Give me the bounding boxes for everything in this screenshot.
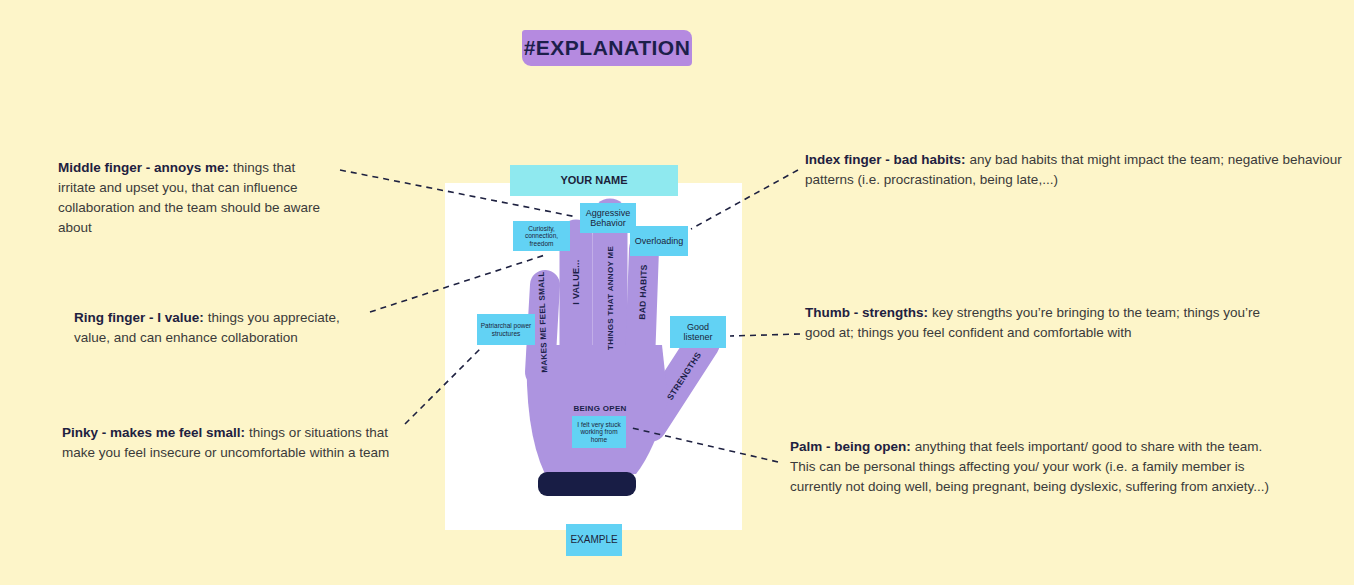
finger-label: I VALUE... <box>571 259 581 304</box>
finger-label: BEING OPEN <box>573 404 626 413</box>
note-text-group: I felt very stuck working from home <box>575 421 623 443</box>
explanation-text: Index finger - bad habits:any bad habits… <box>805 150 1345 190</box>
leader-line <box>730 334 800 336</box>
leader-line <box>370 255 545 312</box>
explanation-heading: Index finger - bad habits: <box>805 152 966 167</box>
note-text-group: EXAMPLE <box>570 534 617 546</box>
leader-line <box>405 349 480 424</box>
note-text-group: Overloading <box>635 236 684 246</box>
explanation-text: Palm - being open:anything that feels im… <box>790 437 1290 497</box>
ring-finger <box>560 236 593 362</box>
note-text: Patriarchal power structures <box>480 322 532 337</box>
note-text: Aggressive Behavior <box>583 208 633 229</box>
explanation-heading: Thumb - strengths: <box>805 305 928 320</box>
middle-finger <box>593 216 628 362</box>
sticky-note: Good listener <box>670 316 726 348</box>
explanation-heading: Middle finger - annoys me: <box>58 160 229 175</box>
name-band: YOUR NAME <box>510 165 678 196</box>
finger-label: STRENGTHS <box>665 350 703 402</box>
sticky-note: Patriarchal power structures <box>477 314 535 345</box>
note-text: YOUR NAME <box>560 174 627 187</box>
note-text: Curiosity, connection, freedom <box>516 225 567 247</box>
note-text-group: Patriarchal power structures <box>480 322 532 337</box>
finger-label: MAKES ME FEEL SMALL <box>537 271 550 372</box>
explanation-text: Ring finger - I value:things you appreci… <box>74 308 366 348</box>
note-text-group: Curiosity, connection, freedom <box>516 225 567 247</box>
note-text: Good listener <box>673 322 723 343</box>
explanation-text: Middle finger - annoys me:things that ir… <box>58 158 333 238</box>
explanation-heading: Palm - being open: <box>790 439 911 454</box>
white-card <box>445 183 742 530</box>
note-text-group: YOUR NAME <box>560 174 627 187</box>
finger-label: BAD HABITS <box>637 264 649 320</box>
explanation-text: Pinky - makes me feel small:things or si… <box>62 423 397 463</box>
leader-line <box>691 170 798 229</box>
note-text: Overloading <box>635 236 684 246</box>
wrist-cuff <box>538 472 636 496</box>
note-text: I felt very stuck working from home <box>575 421 623 443</box>
note-text-group: Good listener <box>673 322 723 343</box>
explanation-text: Thumb - strengths:key strengths you’re b… <box>805 303 1285 343</box>
sticky-note: Curiosity, connection, freedom <box>513 221 570 251</box>
note-text: EXAMPLE <box>570 534 617 546</box>
note-text-group: Aggressive Behavior <box>583 208 633 229</box>
sticky-note: I felt very stuck working from home <box>572 416 626 448</box>
sticky-note: Overloading <box>630 226 688 256</box>
explanation-heading: Pinky - makes me feel small: <box>62 425 245 440</box>
sticky-note: EXAMPLE <box>566 524 622 556</box>
leader-line <box>632 428 778 462</box>
finger-label: THINGS THAT ANNOY ME <box>606 246 615 350</box>
explanation-heading: Ring finger - I value: <box>74 310 204 325</box>
title-badge: #EXPLANATION <box>522 30 692 66</box>
sticky-note: Aggressive Behavior <box>580 203 636 233</box>
